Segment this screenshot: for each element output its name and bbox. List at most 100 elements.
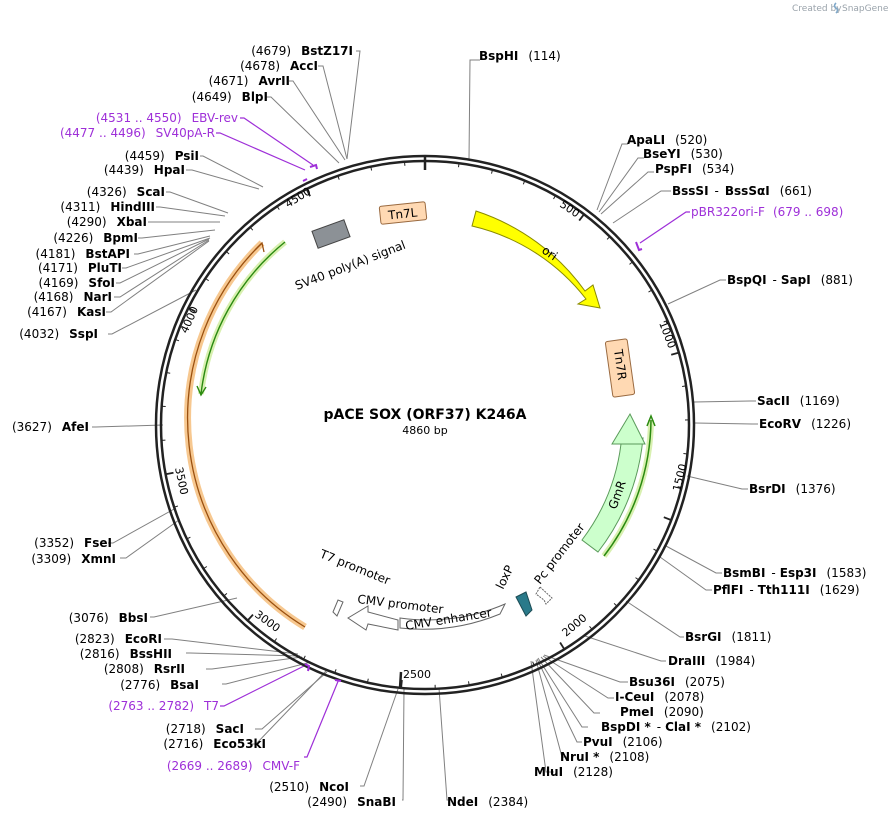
site-bsmbi[interactable]: BsmBI [723,566,765,580]
tick-label-3500: 3500 [172,466,191,496]
site-pluti[interactable]: PluTI [88,261,122,275]
svg-text:(4167)KasI: (4167)KasI [27,305,106,319]
site-bsai[interactable]: BsaI [170,678,199,692]
svg-text:BspHI(114): BspHI(114) [479,49,561,63]
primer-ebv-rev[interactable]: EBV-rev [192,111,238,125]
primer-sv40pa-r[interactable]: SV40pA-R [156,126,215,140]
site-bseyi[interactable]: BseYI [643,147,681,161]
site-xmni[interactable]: XmnI [81,552,116,566]
site-rsrii[interactable]: RsrII [154,662,185,676]
t7-promoter-feature [332,599,344,617]
site-nrui[interactable]: NruI * [560,750,600,764]
svg-text:(2490)SnaBI: (2490)SnaBI [307,795,396,809]
site-psii[interactable]: PsiI [175,149,199,163]
site-i-ceui[interactable]: I-CeuI [615,690,654,704]
svg-text:(2718)SacI: (2718)SacI [166,722,244,736]
credit-text: Created by [792,4,842,14]
site-bsshii[interactable]: BssHII [130,647,172,661]
site-pvui[interactable]: PvuI [583,735,613,749]
site-fsei[interactable]: FseI [84,536,112,550]
minor-tick [173,505,179,508]
major-tick [187,307,196,313]
primer-t7[interactable]: T7 [203,699,219,713]
minor-tick [653,548,658,552]
site-sfoi[interactable]: SfoI [88,276,115,290]
major-tick [400,679,403,688]
minor-tick [366,678,369,683]
major-tick [663,516,672,521]
site-hpai[interactable]: HpaI [154,163,185,177]
site-bsrgi[interactable]: BsrGI [685,630,722,644]
major-tick [670,351,680,356]
site-ndei[interactable]: NdeI [447,795,478,809]
site-avrii[interactable]: AvrII [258,74,290,88]
site-pspfi[interactable]: PspFI [655,162,692,176]
minor-tick [334,669,337,674]
site-ecori[interactable]: EcoRI [125,632,162,646]
svg-text:(3309)XmnI: (3309)XmnI [31,552,116,566]
primer-leaders [216,117,690,758]
svg-text:BsrDI(1376): BsrDI(1376) [749,482,836,496]
svg-text:(4679)BstZ17I: (4679)BstZ17I [251,44,353,58]
orf-orange-arrow-icon [254,241,265,253]
site-bsrdi[interactable]: BsrDI [749,482,786,496]
primer-pbr322ori-f[interactable]: pBR322ori-F [691,205,765,219]
site-bspqi[interactable]: BspQI [727,273,767,287]
site-eco53ki[interactable]: Eco53kI [213,737,266,751]
site-scai[interactable]: ScaI [137,185,165,199]
orf-green-arc-line [200,241,286,395]
credit-brand: SnapGene [842,4,889,14]
major-tick [165,471,174,476]
site-pflfi[interactable]: PflFI [713,583,743,597]
site-bstz17i[interactable]: BstZ17I [301,44,353,58]
svg-text:(4311)HindIII: (4311)HindIII [60,200,155,214]
svg-text:(4671)AvrII: (4671)AvrII [209,74,290,88]
site-saci[interactable]: SacI [216,722,244,736]
site-xbai[interactable]: XbaI [117,215,147,229]
orf-orange-arc-line [186,242,306,628]
minor-tick [276,206,280,210]
site-bsu36i[interactable]: Bsu36I [629,675,675,689]
site-sspi[interactable]: SspI [69,327,98,341]
minor-tick [468,681,470,686]
tick-label-500: 500 [557,198,582,221]
site-afei[interactable]: AfeI [62,420,89,434]
minor-tick [553,195,556,200]
svg-text:(2763 .. 2782)T7: (2763 .. 2782)T7 [108,699,219,713]
svg-text:BspDI *-ClaI *(2102): BspDI *-ClaI *(2102) [601,720,751,734]
site-nari[interactable]: NarI [83,290,112,304]
site-ncoi[interactable]: NcoI [319,780,349,794]
site-bstapi[interactable]: BstAPI [85,247,130,261]
site-pmei[interactable]: PmeI [620,705,654,719]
site-bsssi[interactable]: BssSI [672,184,709,198]
primer-cmv-f[interactable]: CMV-F [263,759,301,773]
site-bspdi[interactable]: BspDI * [601,720,651,734]
minor-tick [683,453,688,455]
minor-tick [491,169,493,174]
site-bbsi[interactable]: BbsI [119,611,148,625]
site-hindiii[interactable]: HindIII [110,200,155,214]
minor-tick [175,339,180,342]
site-sacii[interactable]: SacII [757,394,790,408]
site-bsphi[interactable]: BspHI [479,49,518,63]
tn7r-label: Tn7R [611,347,629,381]
svg-text:BsmBI-Esp3I(1583): BsmBI-Esp3I(1583) [723,566,866,580]
site-blpi[interactable]: BlpI [242,90,268,104]
site-draiii[interactable]: DraIII [668,654,705,668]
svg-text:(2816)BssHII: (2816)BssHII [80,647,172,661]
site-acci[interactable]: AccI [290,59,318,73]
svg-text:(3076)BbsI: (3076)BbsI [69,611,148,625]
site-bpmi[interactable]: BpmI [103,231,138,245]
site-kasi[interactable]: KasI [77,305,106,319]
minor-tick [205,278,209,282]
minor-tick [648,289,653,293]
site-mlui[interactable]: MluI [534,765,563,779]
site-ecorv[interactable]: EcoRV [759,417,802,431]
minor-tick [225,251,230,255]
leader-lines [92,50,758,801]
pc-promoter-feature [535,586,553,605]
major-tick [559,642,566,650]
minor-tick [337,175,340,180]
site-snabi[interactable]: SnaBI [357,795,396,809]
site-apali[interactable]: ApaLI [627,133,665,147]
